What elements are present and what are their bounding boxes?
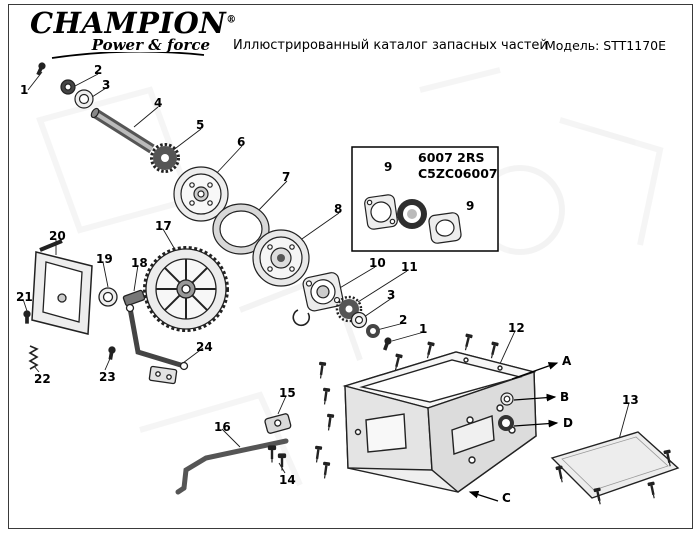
callout-B: B	[560, 390, 570, 404]
logo-swoosh-line	[51, 52, 205, 60]
callout-9-left: 9	[384, 160, 393, 174]
logo-tagline: Power & force	[91, 36, 210, 55]
wheel-17	[143, 246, 229, 332]
frame-20	[31, 239, 93, 335]
callout-13: 13	[622, 393, 639, 407]
flange-9-left	[364, 194, 398, 230]
callout-12: 12	[508, 321, 525, 335]
callout-19: 19	[96, 252, 113, 266]
callout-22: 22	[34, 372, 51, 386]
cover-13	[550, 431, 680, 499]
callout-9-right: 9	[466, 199, 475, 213]
snap-ring	[292, 309, 311, 327]
logo-brand-text: CHAMPION®	[30, 6, 237, 40]
spacer-18	[122, 289, 146, 307]
pulley-6	[173, 166, 229, 222]
callout-A: A	[562, 354, 572, 368]
ring-7	[212, 203, 270, 255]
shaft-assembly	[34, 61, 393, 352]
rod-16	[175, 438, 289, 495]
bolt-23	[106, 345, 117, 361]
callout-17: 17	[155, 219, 172, 233]
callout-11: 11	[401, 260, 418, 274]
callout-18: 18	[131, 256, 148, 270]
flange-9-right	[428, 212, 462, 244]
callout-C: C	[502, 491, 511, 505]
callout-10: 10	[369, 256, 386, 270]
screw-14b	[277, 452, 287, 472]
callout-3b: 3	[387, 288, 396, 302]
gear-5	[150, 143, 180, 173]
callout-7: 7	[282, 170, 291, 184]
pulley-8	[252, 229, 310, 287]
bearing-part-numbers: 6007 2RS C5ZC06007	[418, 150, 498, 183]
callout-20: 20	[49, 229, 66, 243]
letter-hardware	[498, 392, 514, 431]
callout-2b: 2	[399, 313, 408, 327]
bearing-3	[74, 89, 94, 109]
callout-1: 1	[20, 83, 29, 97]
direction-arrows	[468, 362, 559, 502]
screw-14a	[267, 444, 277, 464]
callout-4: 4	[154, 96, 163, 110]
bearing-code-line2: C5ZC06007	[418, 166, 498, 182]
callout-24: 24	[196, 340, 213, 354]
bearing-9-center	[397, 199, 427, 229]
callout-21: 21	[16, 290, 33, 304]
ring-19	[98, 287, 118, 307]
left-assembly	[23, 239, 292, 495]
callout-6: 6	[237, 135, 246, 149]
leader-lines	[22, 71, 630, 474]
callout-5: 5	[196, 118, 205, 132]
callout-8: 8	[334, 202, 343, 216]
shaft-4	[90, 107, 155, 154]
champion-logo: CHAMPION® Power & force	[30, 6, 237, 60]
bolt-21	[23, 310, 31, 324]
callout-D: D	[563, 416, 573, 430]
callout-14: 14	[279, 473, 296, 487]
callout-15: 15	[279, 386, 296, 400]
bearing-flange-10	[302, 272, 344, 312]
page-title: Иллюстрированный каталог запасных частей	[233, 38, 548, 53]
washer-3b	[350, 311, 368, 329]
model-label: Модель: STT1170E	[545, 38, 667, 53]
bearing-code-line1: 6007 2RS	[418, 150, 485, 165]
spring-22	[28, 345, 39, 370]
washer-2	[60, 79, 76, 95]
callout-16: 16	[214, 420, 231, 434]
registered-mark: ®	[226, 14, 237, 26]
bearing-2b	[366, 324, 380, 338]
callout-3: 3	[102, 78, 111, 92]
bolt-1b	[381, 336, 393, 352]
bracket-15	[264, 413, 292, 434]
callout-1b: 1	[419, 322, 428, 336]
callout-2: 2	[94, 63, 103, 77]
bearing-inset-box	[351, 146, 499, 252]
callout-23: 23	[99, 370, 116, 384]
lever-24	[125, 303, 189, 385]
